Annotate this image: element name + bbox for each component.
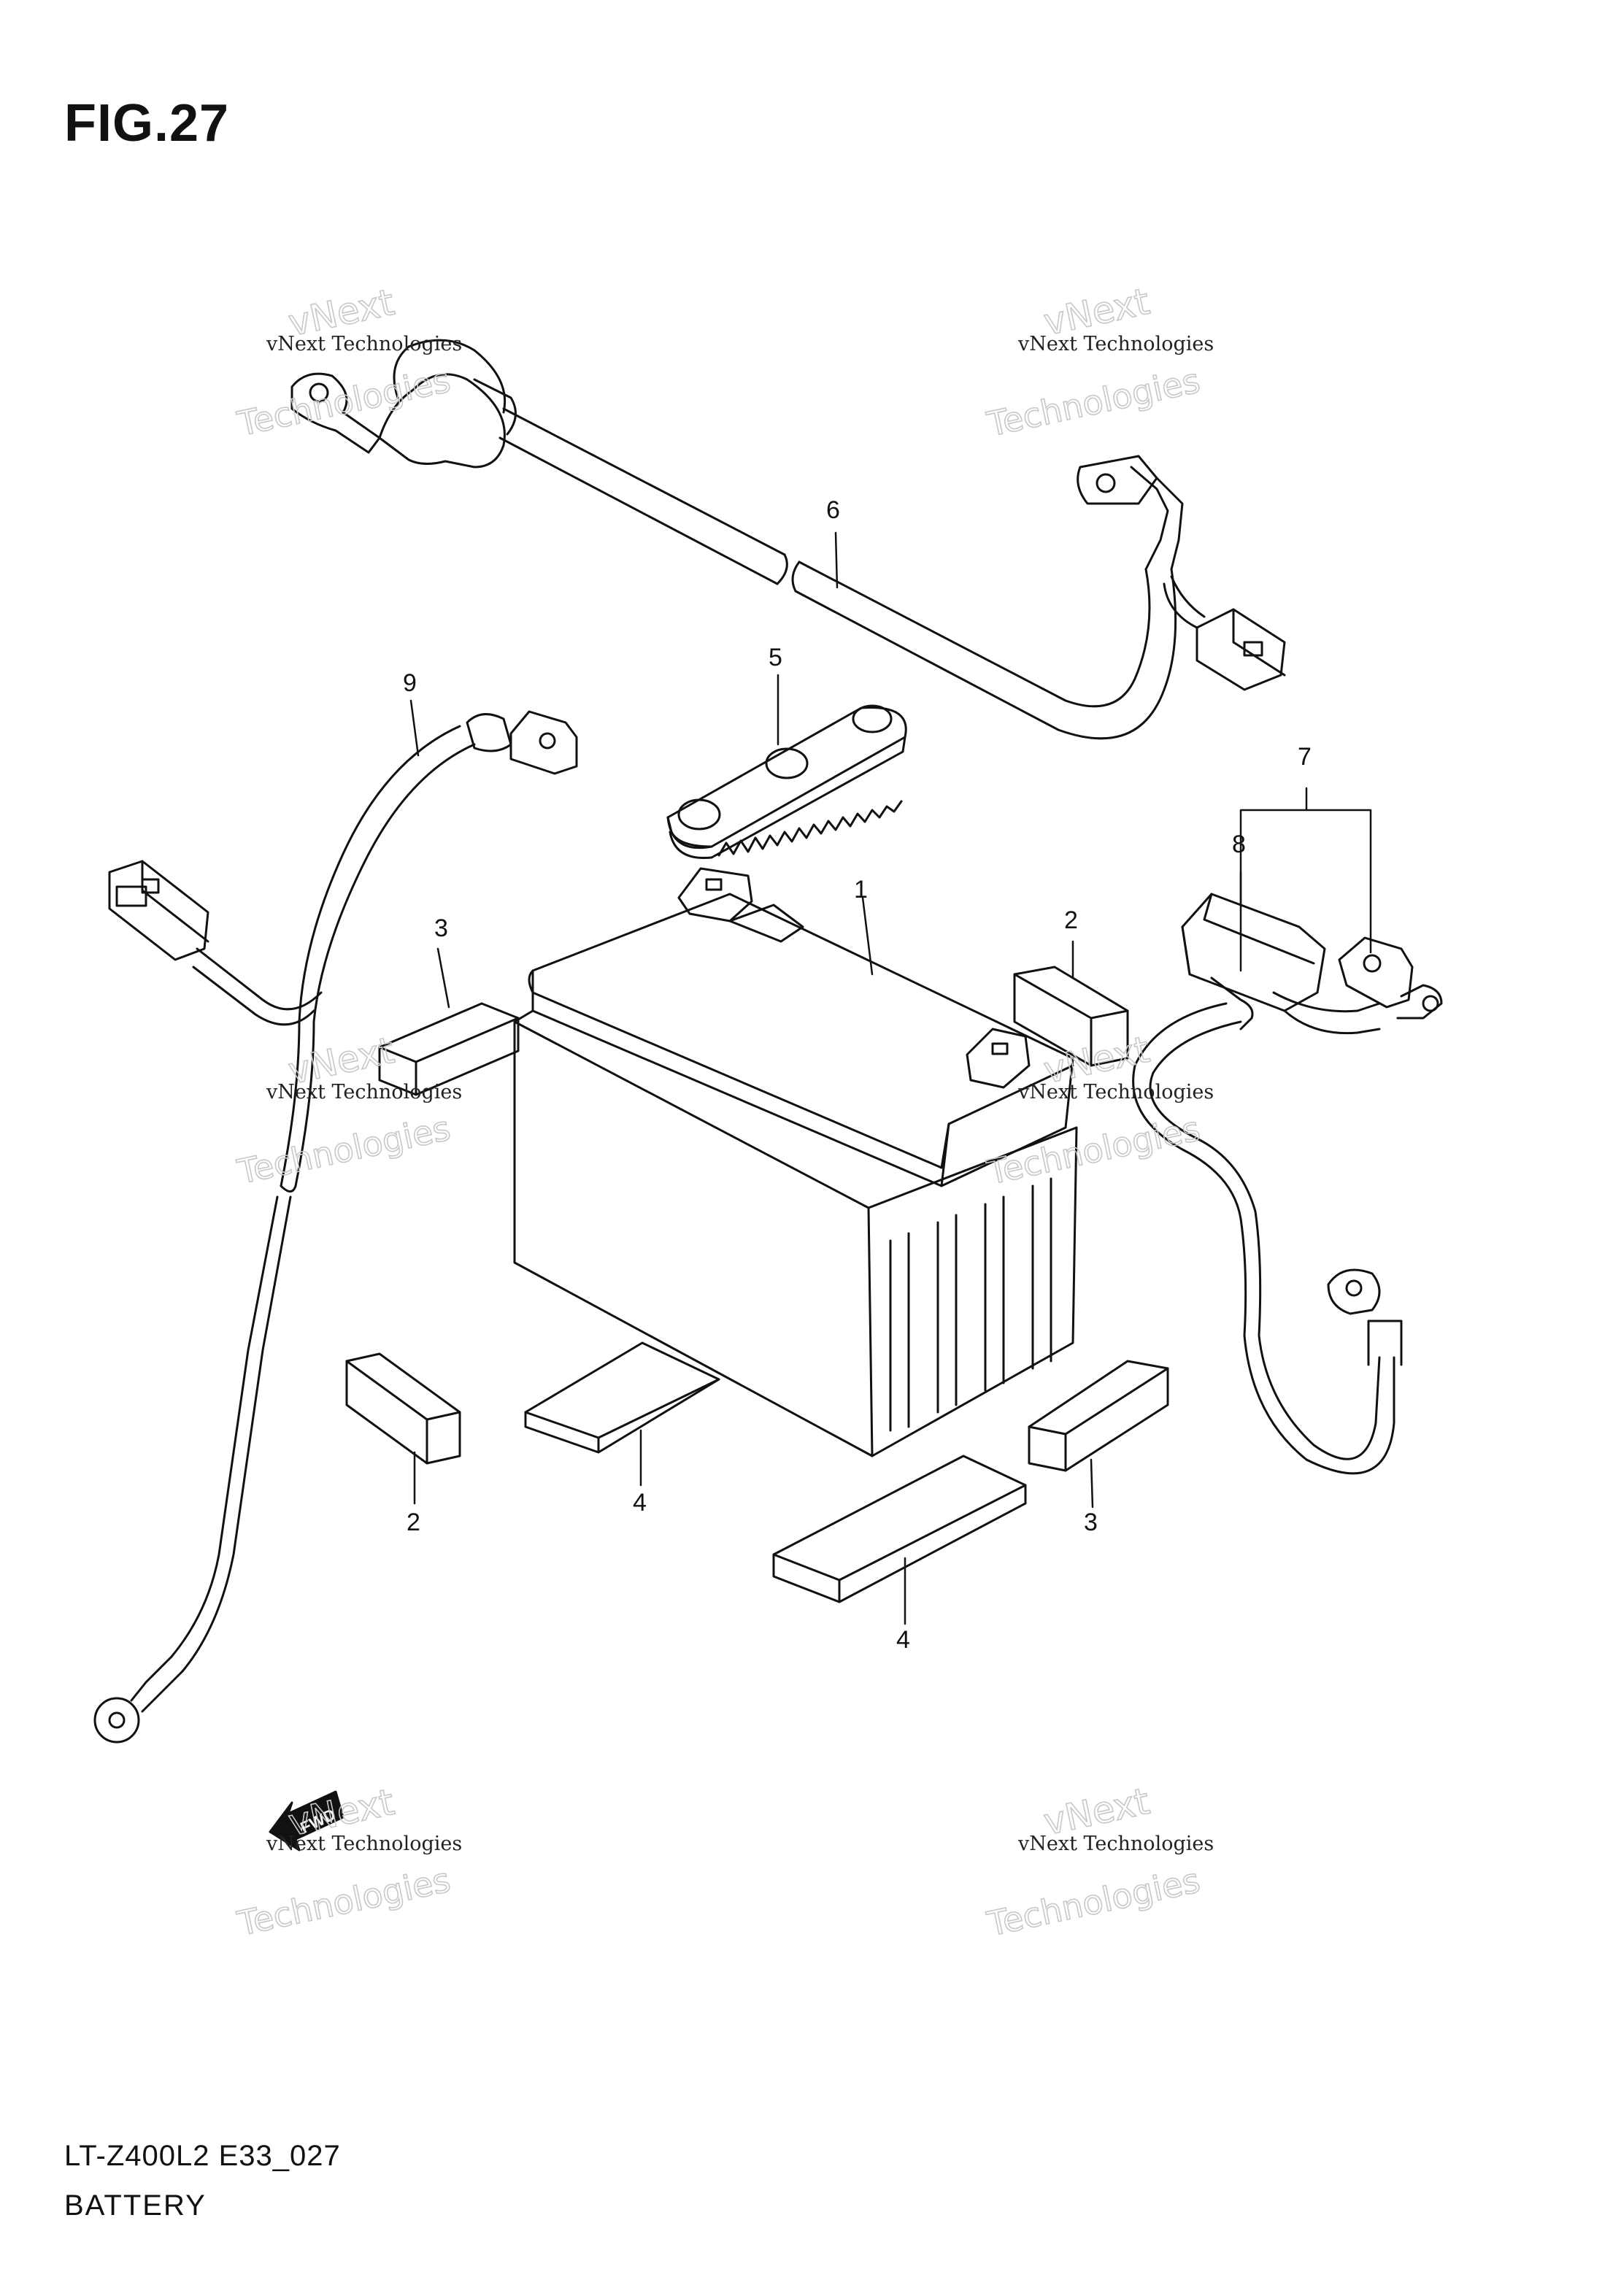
figure-code: LT-Z400L2 E33_027	[64, 2140, 341, 2172]
battery-negative-cable-part-9	[93, 710, 578, 1744]
svg-text:vNext Technologies: vNext Technologies	[266, 333, 462, 355]
watermark-bottom-right: vNext vNext Technologies Technologies	[983, 1779, 1214, 1944]
battery-positive-cable-part-6	[290, 339, 1286, 740]
svg-text:vNext Technologies: vNext Technologies	[1017, 1081, 1214, 1103]
watermark-bottom-left: vNext vNext Technologies Technologies	[234, 1780, 463, 1944]
terminal-lead-part-7	[1132, 893, 1443, 1475]
svg-text:Technologies: Technologies	[983, 1109, 1203, 1192]
watermark-middle-left: vNext vNext Technologies Technologies	[234, 1028, 463, 1193]
svg-text:vNext Technologies: vNext Technologies	[266, 1081, 462, 1103]
battery-cushion-part-2-right	[1013, 966, 1129, 1067]
battery-cushion-part-2-left	[345, 1352, 461, 1465]
watermark-middle-right: vNext vNext Technologies Technologies	[983, 1028, 1214, 1193]
figure-title: FIG.27	[64, 94, 230, 153]
battery-cushion-part-3-right	[1028, 1360, 1169, 1472]
svg-text:Technologies: Technologies	[234, 1108, 453, 1191]
callout-4-top: 4	[633, 1489, 647, 1517]
callout-2-left: 2	[407, 1509, 420, 1536]
battery-part-1	[513, 867, 1078, 1457]
svg-text:Technologies: Technologies	[983, 361, 1203, 444]
callout-4-bottom: 4	[896, 1626, 910, 1654]
svg-text:vNext Technologies: vNext Technologies	[266, 1833, 462, 1855]
battery-cushion-part-3-left	[378, 1002, 520, 1096]
forward-direction-arrow-icon	[269, 1790, 344, 1852]
terminal-cap-part-8	[1181, 893, 1326, 1012]
svg-text:vNext Technologies: vNext Technologies	[1017, 1833, 1214, 1855]
svg-text:vNext Technologies: vNext Technologies	[1017, 333, 1214, 355]
callout-8: 8	[1232, 831, 1246, 858]
watermark-top-left: vNext vNext Technologies Technologies	[234, 280, 463, 444]
leader-lines	[409, 531, 1372, 1625]
callout-3-right: 3	[1084, 1509, 1098, 1536]
battery-hold-plate-part-5	[666, 704, 907, 860]
svg-text:Technologies: Technologies	[234, 1860, 453, 1943]
callout-3-left: 3	[434, 914, 448, 942]
callout-6: 6	[826, 496, 840, 524]
callout-7: 7	[1298, 743, 1312, 771]
callout-1: 1	[854, 876, 868, 904]
callout-9: 9	[403, 669, 417, 697]
callout-5: 5	[769, 644, 782, 671]
battery-pad-part-4-bottom	[772, 1455, 1027, 1603]
watermark-top-right: vNext vNext Technologies Technologies	[983, 280, 1214, 444]
svg-text:Technologies: Technologies	[983, 1860, 1203, 1943]
svg-text:Technologies: Technologies	[234, 360, 453, 443]
battery-pad-part-4-top	[524, 1341, 720, 1454]
figure-name: BATTERY	[64, 2189, 207, 2222]
callout-2-right: 2	[1064, 906, 1078, 934]
